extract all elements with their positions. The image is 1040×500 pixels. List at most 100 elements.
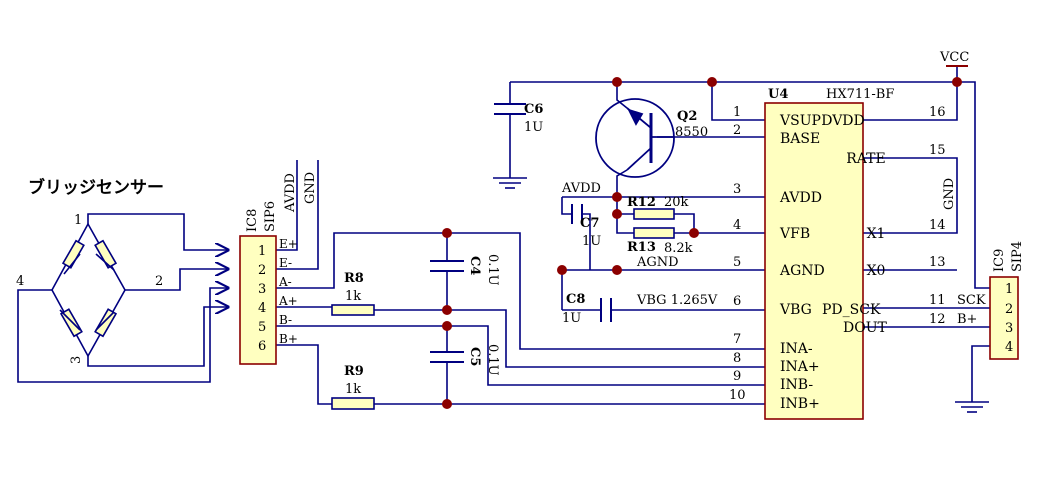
ic9-body [989,276,1019,360]
c6-value: 1U [524,120,543,135]
junction [612,265,622,275]
bridge-wire-4 [17,288,228,383]
gnd-lead [276,160,319,270]
u4-body [764,102,864,420]
ic8-pin-5: 5 [258,320,266,335]
q2-circle [595,98,675,178]
bridge-arrow-2 [95,253,115,271]
r13-value: 8.2k [664,241,693,256]
junction [612,209,622,219]
u4-pin-num: 6 [733,294,741,309]
u4-pin-num: 8 [733,351,741,366]
c5-value: 0.1U [485,344,500,376]
ic8-signal-b-minus: B- [279,313,292,327]
bridge-arrow-3 [95,311,115,331]
u4-pin-name: X0 [867,263,886,279]
junction [557,265,567,275]
vsup-pin-wire [711,82,765,121]
bridge-resistor-1 [61,239,85,269]
bplus-net-label: B+ [957,312,977,327]
r8-ref: R8 [344,271,364,286]
r8-body [331,304,375,316]
u4-pin-name: INB+ [780,396,820,412]
r9-ref: R9 [344,364,364,379]
junctions [442,77,962,409]
c7-value: 1U [582,234,601,249]
u4-pin-name: X1 [867,226,886,242]
r9-value: 1k [345,382,361,397]
r8-out-wire [374,309,765,368]
u4-pin-name: DVDD [821,113,865,129]
ic8-pin-1: 1 [258,244,266,259]
ic8-pin-3: 3 [258,282,266,297]
u4-pin-num: 4 [733,218,741,233]
ic8-signal-b-plus: B+ [279,332,298,346]
r13-ref: R13 [627,240,656,255]
r13-body [633,227,675,239]
ic8-signal-e-minus: E- [279,256,292,270]
junction [442,399,452,409]
u4-pin-name: VBG [779,302,812,318]
ic8-body [239,235,277,365]
r12-value: 20k [664,195,689,210]
u4-pin-num: 10 [729,388,746,403]
u4-pin-num: 5 [733,255,741,270]
avdd-lead [276,160,298,251]
ic8-pin-4: 4 [258,301,266,316]
u4-pin-name: BASE [780,131,820,147]
sensor-label: ブリッジセンサー [28,177,164,198]
u4-pin-name: DOUT [843,320,888,336]
c7-wire [561,197,572,215]
u4-pin-num: 3 [733,182,741,197]
gnd-power-label: GND [303,172,318,204]
ic8-signal-a-minus: A- [278,275,292,289]
agnd-net-label: AGND [636,255,679,270]
labels: ブリッジセンサー 1 2 3 4 IC8 SIP6 AVDD GND 1 2 3… [16,50,1025,412]
ic8-pin-6: 6 [258,339,266,354]
r8-value: 1k [345,289,361,304]
junction [612,192,622,202]
bridge-wire-3 [87,307,228,367]
bridge-pin-3: 3 [69,356,84,364]
u4-pin-num: 12 [929,312,946,327]
q2-collector-wire [616,169,628,197]
r12-r13-link [674,213,695,233]
junction [689,228,699,238]
ic9-pin-4: 4 [1005,340,1013,355]
wires [17,66,990,405]
q2-transistor [595,98,675,178]
junction [612,77,622,87]
bridge-arrow-4 [59,309,81,331]
junction [707,77,717,87]
ic9-pin-3: 3 [1005,321,1013,336]
c7-wire-2 [582,213,591,270]
ic9-gnd-wire [971,345,990,402]
junction [442,321,452,331]
bridge-resistor-2 [94,239,118,269]
bridge-wire-1 [87,213,228,250]
u4-pin-name: PD_SCK [822,302,881,318]
u4-pin-name: VSUP [779,113,821,129]
b-minus-wire [276,325,765,386]
b-plus-wire [276,344,332,405]
q2-part: 8550 [675,125,708,140]
vcc-to-ic9 [957,81,990,289]
ic9-type: SIP4 [1010,241,1025,272]
u4-pin-name: RATE [846,151,885,167]
u4-pin-num: 1 [733,105,741,120]
c5-ref: C5 [467,347,482,366]
avdd-power-label: AVDD [283,173,298,213]
bridge-pin-2: 2 [155,274,163,289]
gnd-net-label: GND [942,178,957,210]
c8-ref: C8 [566,292,585,307]
u4-part: HX711-BF [826,87,894,102]
q2-arrow [627,108,644,126]
ic8-signal-a-plus: A+ [278,294,298,308]
vcc-net-label: VCC [939,50,969,65]
u4-pin-num: 15 [929,143,946,158]
c4-ref: C4 [467,256,482,275]
u4-pin-num: 11 [929,293,946,308]
junction [952,77,962,87]
ic9-pin-1: 1 [1005,282,1013,297]
